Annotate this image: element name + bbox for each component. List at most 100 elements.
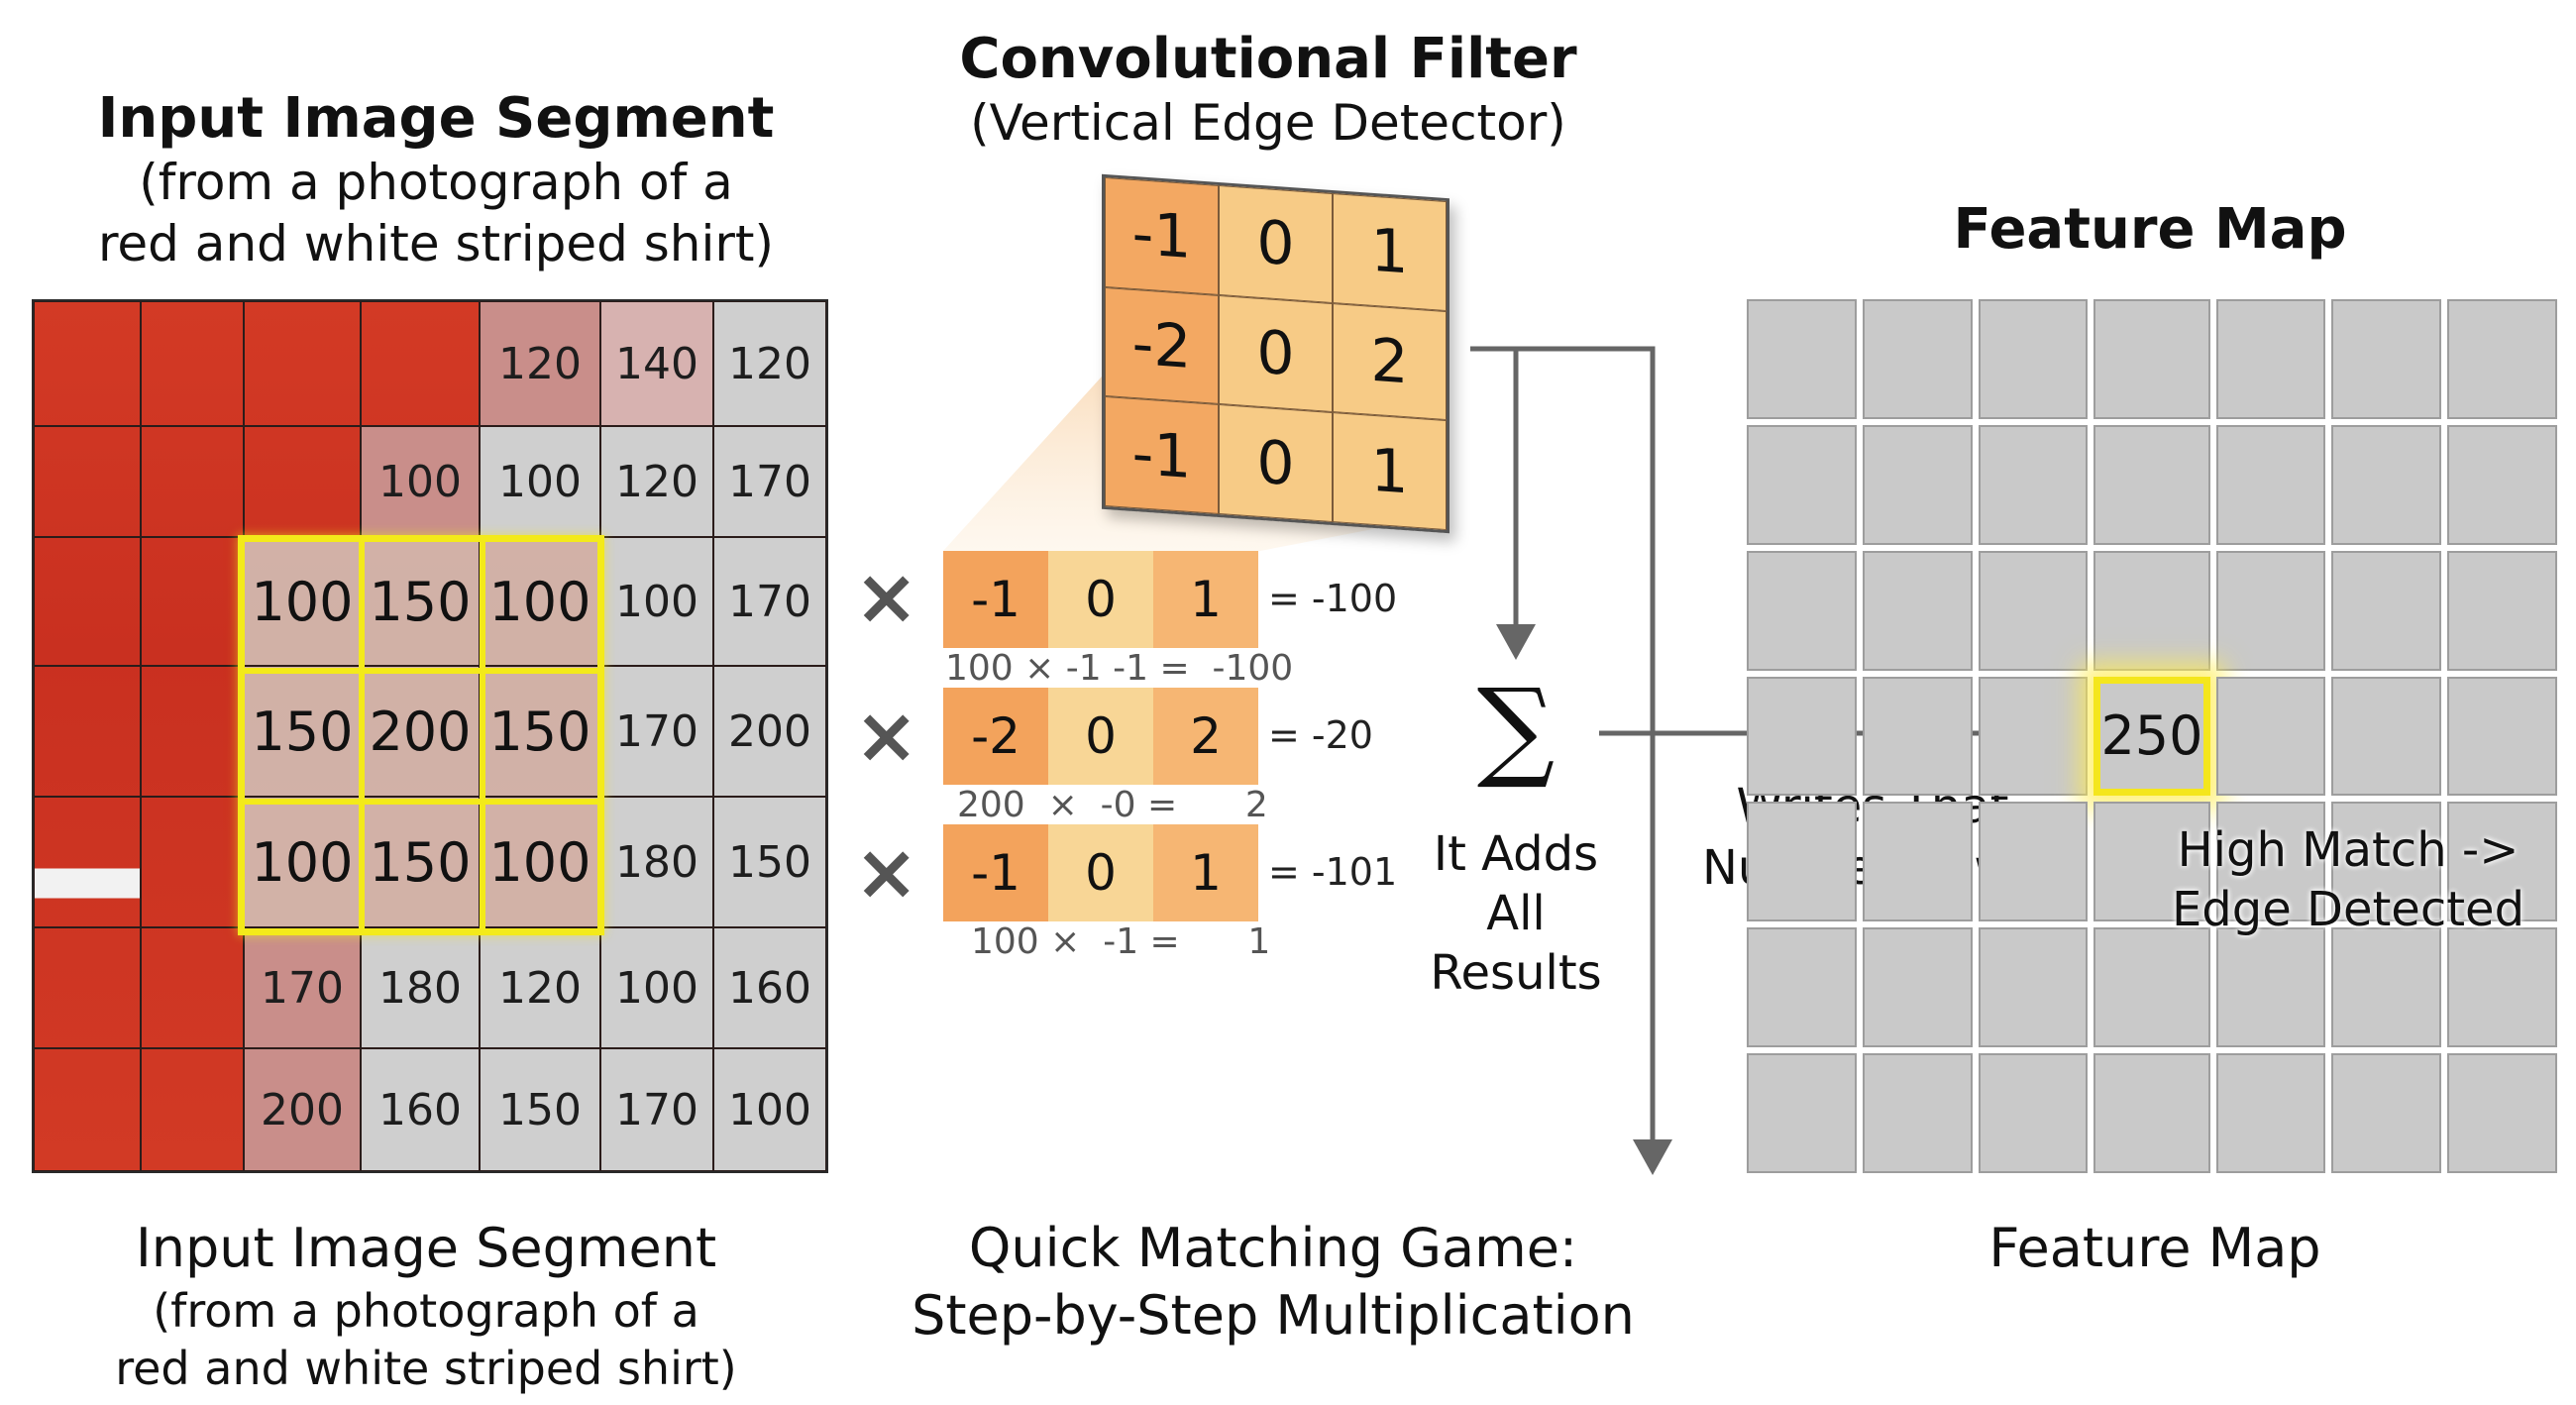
highlight-divider <box>238 668 604 674</box>
mult-cell: 1 <box>1153 824 1258 921</box>
filter-weight-cell: 1 <box>1333 193 1447 311</box>
feature-map-cell <box>1862 424 1973 545</box>
feature-map-cell <box>2331 424 2442 545</box>
filter-title: Convolutional Filter <box>959 27 1577 91</box>
input-pixel-cell: 170 <box>600 1048 713 1171</box>
feature-map-cell <box>1978 299 2089 419</box>
filter-weight-cell: 0 <box>1219 294 1333 413</box>
input-pixel-cell <box>34 927 141 1048</box>
feature-map-cell <box>2215 550 2326 671</box>
feature-map-highlight-cell: 250 <box>2093 676 2210 797</box>
feature-map-cell <box>2331 1053 2442 1173</box>
mult-cell: 0 <box>1048 824 1153 921</box>
mult-cell: -1 <box>943 824 1048 921</box>
feature-map-cell <box>1747 802 1857 922</box>
feature-map-cell <box>1862 299 1973 419</box>
feature-map-cell <box>1747 550 1857 671</box>
multiply-icon: × <box>854 828 919 918</box>
input-pixel-cell <box>34 301 141 426</box>
input-pixel-cell: 150 <box>361 797 480 927</box>
multiplication-row: -2 0 2 <box>943 688 1258 785</box>
input-pixel-cell <box>34 797 141 927</box>
filter-weight-cell: 0 <box>1219 184 1333 303</box>
feature-map-cell <box>2447 802 2557 922</box>
feature-map-cell <box>2093 927 2210 1048</box>
input-pixel-cell: 200 <box>713 666 826 797</box>
filter-weight-cell: -1 <box>1105 176 1219 295</box>
multiply-icon: × <box>854 692 919 781</box>
input-pixel-cell: 180 <box>361 927 480 1048</box>
row-result: = -100 <box>1268 577 1398 620</box>
highlight-divider <box>359 535 365 935</box>
highlight-divider <box>238 799 604 805</box>
feature-map-cell <box>2093 1053 2210 1173</box>
feature-map-cell <box>1862 1053 1973 1173</box>
feature-map-cell <box>2331 676 2442 797</box>
feature-map-cell <box>2331 802 2442 922</box>
feature-map-cell <box>1978 676 2089 797</box>
filter-weight-cell: -1 <box>1105 396 1219 514</box>
input-pixel-cell: 100 <box>600 927 713 1048</box>
feature-map-cell <box>1862 802 1973 922</box>
feature-map-cell <box>2215 927 2326 1048</box>
highlight-divider <box>480 535 485 935</box>
input-pixel-cell: 100 <box>361 426 480 537</box>
receptive-field-highlight <box>238 535 604 935</box>
feature-map-cell <box>1747 927 1857 1048</box>
row-calculation: 200 × -0 = 2 <box>957 785 1268 825</box>
input-pixel-cell: 140 <box>600 301 713 426</box>
mult-cell: 0 <box>1048 688 1153 785</box>
input-pixel-cell: 200 <box>361 666 480 797</box>
input-pixel-cell: 120 <box>713 301 826 426</box>
feature-map-cell <box>2331 299 2442 419</box>
filter-weight-cell: 1 <box>1333 412 1447 531</box>
input-pixel-cell: 160 <box>361 1048 480 1171</box>
feature-map-cell <box>1747 676 1857 797</box>
input-pixel-cell: 100 <box>480 797 600 927</box>
row-calculation: 100 × -1 -1 = -100 <box>945 648 1294 689</box>
input-pixel-cell: 200 <box>244 1048 361 1171</box>
input-pixel-cell <box>34 666 141 797</box>
multiplication-row: -1 0 1 <box>943 551 1258 648</box>
input-pixel-cell: 150 <box>361 537 480 666</box>
middle-caption-line1: Quick Matching Game: <box>968 1217 1578 1279</box>
mult-cell: 2 <box>1153 688 1258 785</box>
input-pixel-cell: 150 <box>480 1048 600 1171</box>
sum-label-line3: Results <box>1430 945 1602 1001</box>
feature-map-title: Feature Map <box>1953 197 2347 262</box>
input-pixel-cell: 100 <box>480 426 600 537</box>
input-subtitle-line2: red and white striped shirt) <box>97 215 775 272</box>
input-pixel-cell: 170 <box>713 537 826 666</box>
input-pixel-cell <box>34 1048 141 1171</box>
feature-map-cell <box>2215 299 2326 419</box>
high-match-line2: Edge Detected <box>2171 882 2525 937</box>
filter-weight-cell: 2 <box>1333 302 1447 421</box>
feature-map-cell <box>2215 1053 2326 1173</box>
input-pixel-cell: 100 <box>713 1048 826 1171</box>
feature-map-cell <box>2215 676 2326 797</box>
feature-map-cell <box>2447 1053 2557 1173</box>
feature-map-cell <box>1978 550 2089 671</box>
feature-map-cell <box>1747 1053 1857 1173</box>
row-calculation: 100 × -1 = 1 <box>971 921 1271 962</box>
filter-weight-cell: -2 <box>1105 286 1219 405</box>
feature-map-cell <box>1978 424 2089 545</box>
input-pixel-cell <box>141 301 244 426</box>
feature-map-cell <box>1978 1053 2089 1173</box>
input-pixel-cell <box>244 301 361 426</box>
feature-map-cell <box>2093 299 2210 419</box>
feature-map-cell <box>2093 424 2210 545</box>
input-caption-sub1: (from a photograph of a <box>153 1284 699 1338</box>
input-pixel-cell: 100 <box>244 537 361 666</box>
input-pixel-cell <box>34 426 141 537</box>
middle-caption-line2: Step-by-Step Multiplication <box>912 1284 1635 1347</box>
input-pixel-cell: 120 <box>600 426 713 537</box>
feature-map-cell <box>2447 676 2557 797</box>
feature-map-cell <box>1978 927 2089 1048</box>
input-title: Input Image Segment <box>97 86 775 151</box>
input-pixel-cell: 120 <box>480 301 600 426</box>
feature-map-cell <box>2215 802 2326 922</box>
input-pixel-cell: 150 <box>480 666 600 797</box>
feature-map-cell <box>1862 927 1973 1048</box>
